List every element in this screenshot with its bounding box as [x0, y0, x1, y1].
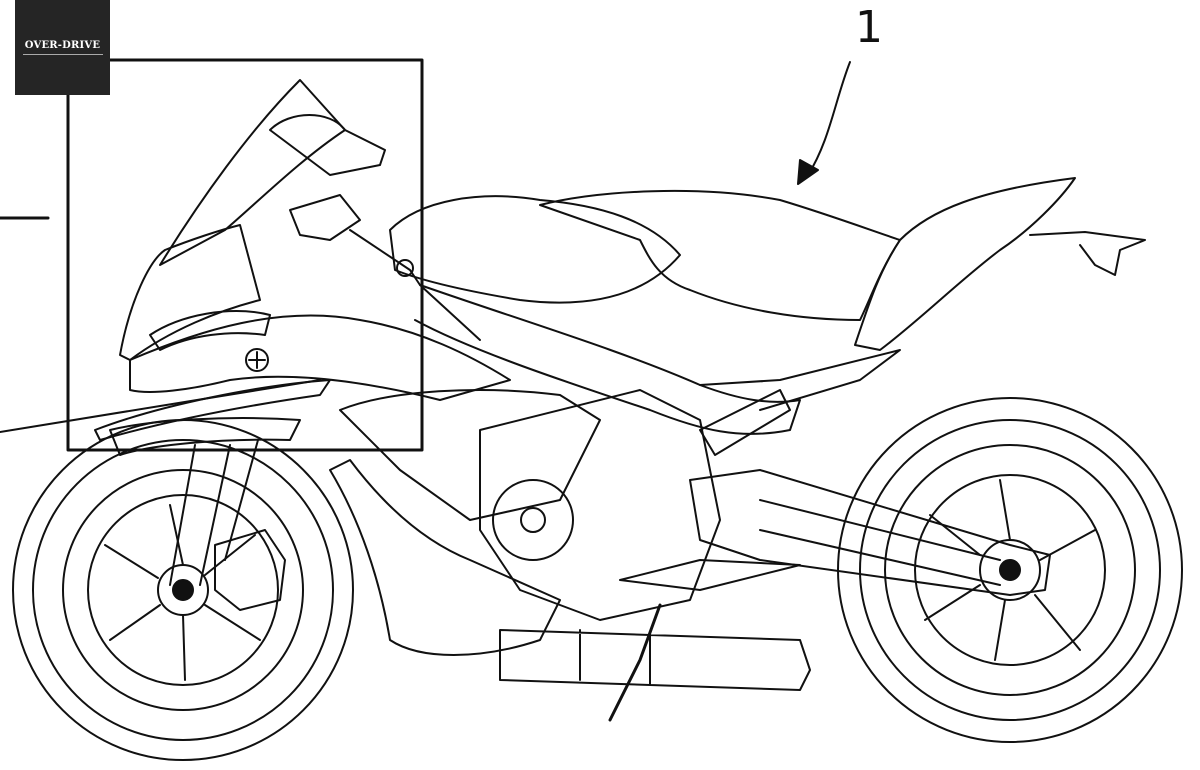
fuel-tank: [389, 195, 681, 304]
rear-shock: [699, 389, 791, 456]
reference-numeral: 1: [855, 2, 883, 53]
fastener-cross: [248, 351, 266, 369]
front-wheel: [12, 419, 354, 761]
exhaust: [499, 629, 811, 691]
handlebar: [289, 194, 481, 341]
subframe: [699, 349, 901, 411]
lower-fairing-blade: [94, 379, 331, 441]
front-fairing: [119, 224, 261, 361]
front-brake-caliper: [214, 529, 286, 611]
fastener-plus: [245, 348, 269, 372]
engine-clutch-cover: [492, 479, 574, 561]
detail-box: [66, 58, 424, 452]
reference-arrow: [807, 61, 851, 176]
over-drive-logo: OVER-DRIVE: [15, 0, 110, 95]
logo-text: OVER-DRIVE: [24, 40, 101, 51]
reference-arrowhead: [797, 159, 819, 185]
leader-line-bottom: [0, 379, 321, 433]
rear-wheel: [837, 397, 1183, 743]
chain-guard: [759, 499, 1001, 586]
side-stand: [608, 603, 662, 722]
main-frame: [414, 284, 801, 435]
front-fork: [169, 439, 259, 586]
engine-clutch-center: [520, 507, 546, 533]
fairing-side-panel: [129, 314, 511, 401]
air-intake: [149, 310, 271, 351]
windscreen: [159, 79, 346, 266]
logo-rule: [22, 54, 103, 55]
tail-light-bracket: [1029, 231, 1146, 276]
front-fender: [109, 417, 301, 456]
footpeg-rear-set: [619, 559, 801, 591]
steering-head-bolt: [396, 259, 414, 277]
engine: [479, 389, 721, 621]
mirror: [269, 114, 386, 176]
swingarm: [689, 469, 1051, 596]
tail-section: [854, 177, 1076, 351]
lower-fairing: [329, 459, 561, 656]
side-cover: [339, 389, 601, 521]
